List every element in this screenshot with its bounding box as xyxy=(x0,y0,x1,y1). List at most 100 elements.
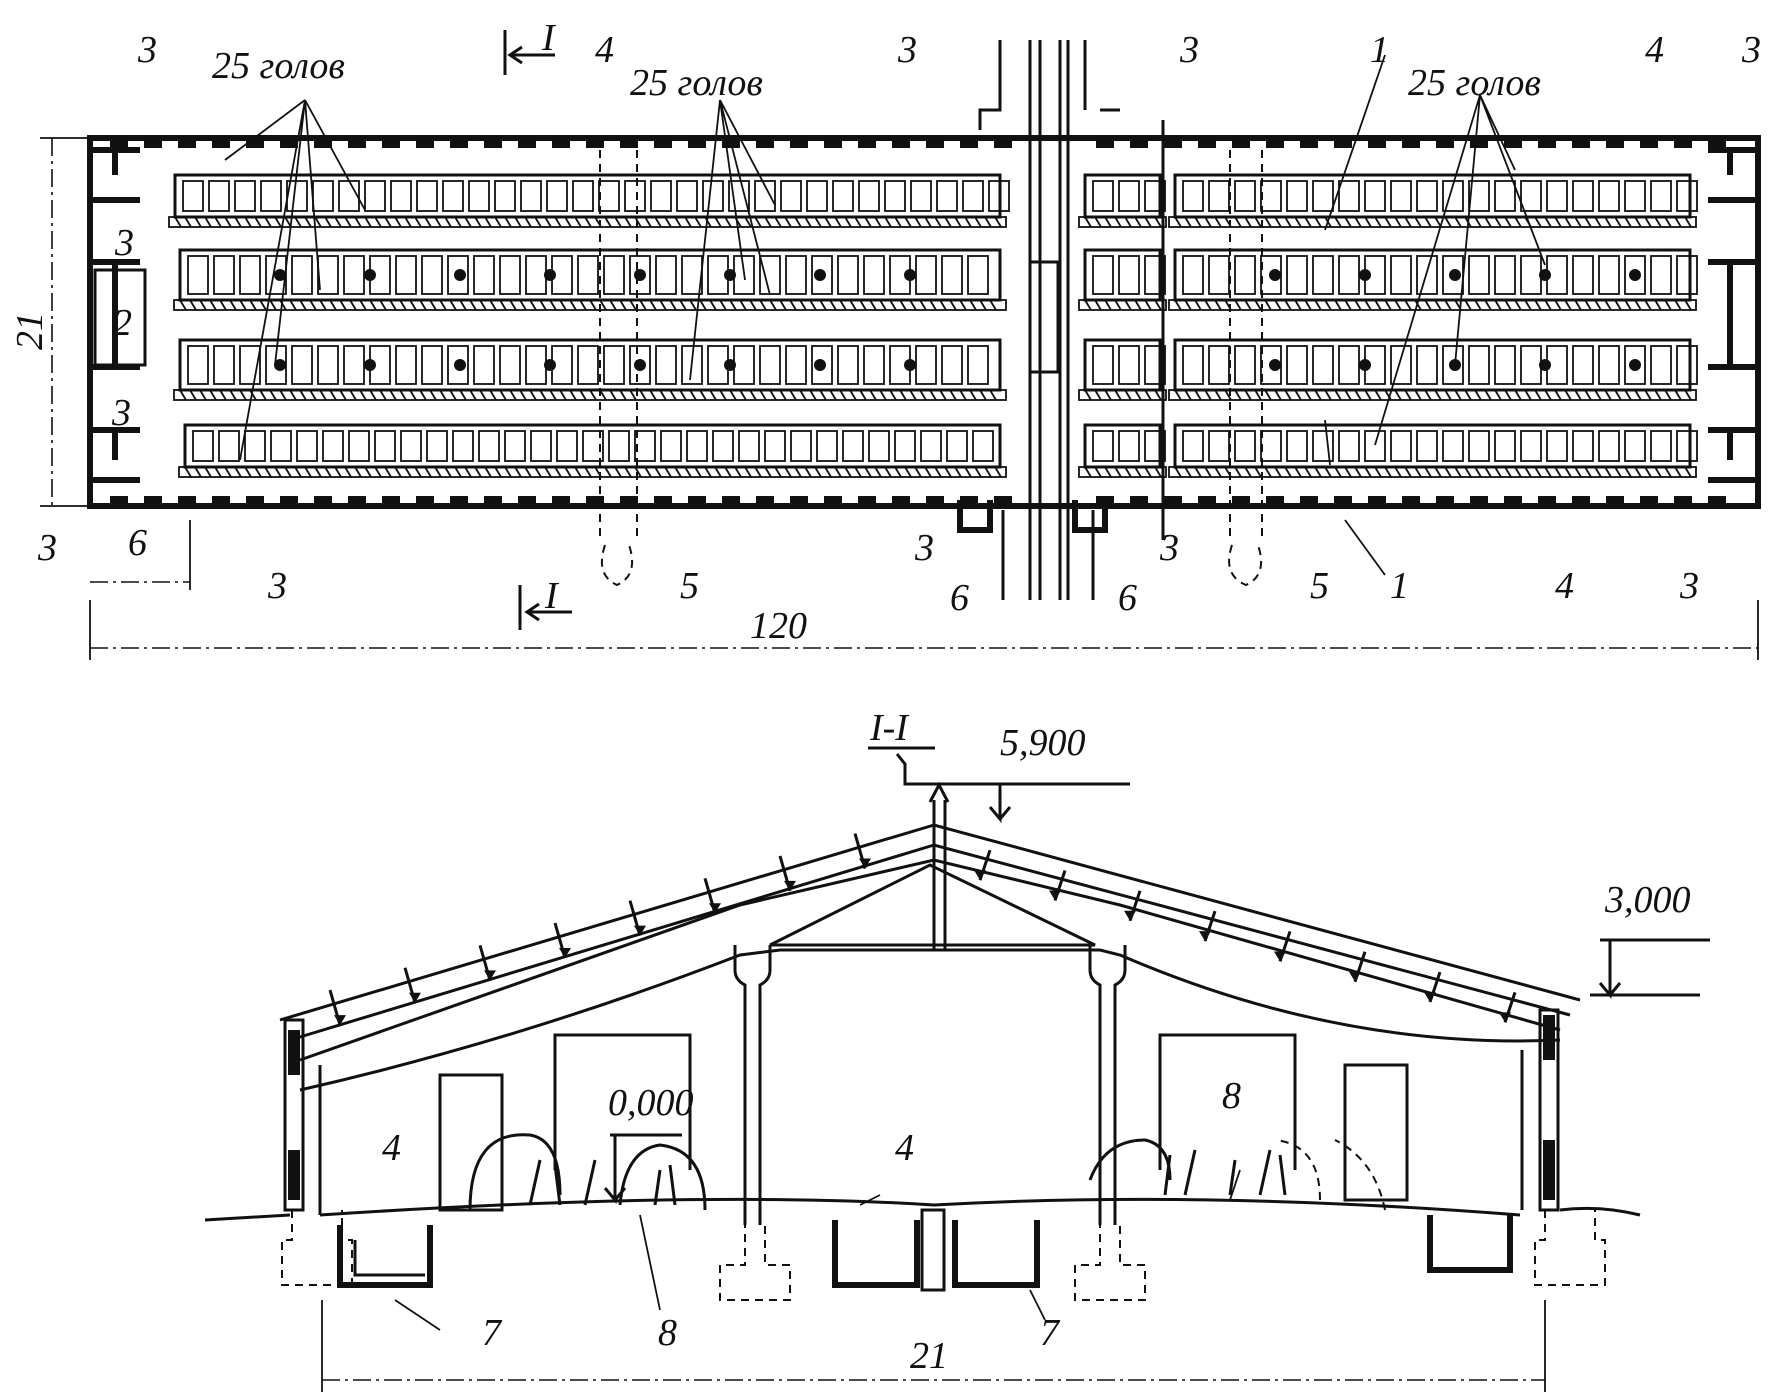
stall xyxy=(452,430,474,462)
wall-block xyxy=(586,496,604,504)
stall xyxy=(764,430,786,462)
wall-block xyxy=(1300,496,1318,504)
wall-block xyxy=(552,140,570,148)
label-4: 4 xyxy=(1555,565,1574,607)
wall-block xyxy=(586,140,604,148)
stall xyxy=(239,255,261,295)
stall xyxy=(1598,345,1620,385)
wall-block xyxy=(280,496,298,504)
wall-block xyxy=(314,496,332,504)
stall xyxy=(1416,345,1438,385)
stall xyxy=(608,430,630,462)
wall-block xyxy=(348,496,366,504)
section-walls xyxy=(281,1008,1606,1286)
stall xyxy=(1494,255,1516,295)
wall-block xyxy=(722,496,740,504)
wall-block xyxy=(1266,140,1284,148)
stall xyxy=(759,345,781,385)
wall-block xyxy=(144,140,162,148)
feeder xyxy=(1539,359,1551,371)
label-4: 4 xyxy=(895,1127,914,1169)
wall-block xyxy=(110,496,128,504)
stall xyxy=(1598,430,1620,462)
stall xyxy=(1390,180,1412,212)
stall xyxy=(1092,255,1114,295)
section-mark: I xyxy=(541,17,557,59)
stall xyxy=(426,430,448,462)
heads-label: 25 голов xyxy=(630,62,763,104)
stall xyxy=(967,255,989,295)
heads-label: 25 голов xyxy=(212,45,345,87)
stall xyxy=(1494,345,1516,385)
stall xyxy=(1118,255,1140,295)
wall-block xyxy=(382,140,400,148)
wall-block xyxy=(280,140,298,148)
stall xyxy=(1338,255,1360,295)
stall xyxy=(629,345,651,385)
stall xyxy=(530,430,552,462)
stall xyxy=(577,255,599,295)
wall-block xyxy=(1300,140,1318,148)
wall-block xyxy=(1334,140,1352,148)
stall xyxy=(629,255,651,295)
wall-block xyxy=(960,140,978,148)
stall xyxy=(1676,255,1698,295)
stall xyxy=(676,180,698,212)
wall-block xyxy=(1538,140,1556,148)
stall xyxy=(1598,255,1620,295)
stall xyxy=(312,180,334,212)
stall xyxy=(473,345,495,385)
wall-block xyxy=(1436,496,1454,504)
stall xyxy=(416,180,438,212)
stall xyxy=(655,345,677,385)
wall-block xyxy=(1198,140,1216,148)
wall-block xyxy=(1504,496,1522,504)
feed-strip xyxy=(1168,216,1697,228)
section-mark: I xyxy=(544,575,560,617)
stall xyxy=(1118,345,1140,385)
wall-block xyxy=(1334,496,1352,504)
stall xyxy=(603,345,625,385)
stall xyxy=(1676,180,1698,212)
stall xyxy=(1624,255,1646,295)
stall xyxy=(816,430,838,462)
stall xyxy=(447,345,469,385)
stall xyxy=(863,345,885,385)
feeder xyxy=(1269,359,1281,371)
stall xyxy=(1312,255,1334,295)
wall-block xyxy=(110,140,128,148)
stall xyxy=(1650,180,1672,212)
stall xyxy=(1286,345,1308,385)
stall xyxy=(400,430,422,462)
stall xyxy=(338,180,360,212)
stall xyxy=(213,345,235,385)
stall xyxy=(1234,255,1256,295)
stall xyxy=(291,255,313,295)
stall xyxy=(967,345,989,385)
wall-block xyxy=(1198,496,1216,504)
label-6: 6 xyxy=(128,522,147,564)
wall-block xyxy=(1640,496,1658,504)
stall xyxy=(1598,180,1620,212)
label-3: 3 xyxy=(267,565,287,607)
heads-label: 25 голов xyxy=(1408,62,1541,104)
stall xyxy=(1312,430,1334,462)
wall-block xyxy=(654,496,672,504)
stall xyxy=(1338,345,1360,385)
span-label: 21 xyxy=(910,1335,948,1377)
feeder xyxy=(364,269,376,281)
stall-row xyxy=(178,248,1002,302)
stall-row xyxy=(1083,248,1162,302)
feed-strip xyxy=(178,466,1007,478)
feeder xyxy=(1449,269,1461,281)
feeder xyxy=(454,269,466,281)
stall xyxy=(1092,180,1114,212)
stall xyxy=(915,255,937,295)
stall xyxy=(806,180,828,212)
wall-block xyxy=(1606,496,1624,504)
feed-strip xyxy=(1078,466,1167,478)
plan-central-passage xyxy=(957,40,1165,600)
label-6: 6 xyxy=(950,577,969,619)
wall-block xyxy=(382,496,400,504)
feeder xyxy=(1359,359,1371,371)
